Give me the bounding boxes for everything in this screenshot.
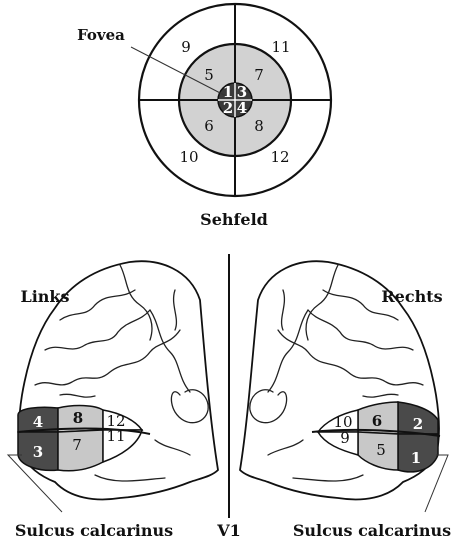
right-region-6	[357, 401, 399, 435]
right-gyrus-5	[305, 264, 339, 341]
sehfeld-caption: Sehfeld	[200, 210, 268, 229]
left-label-4: 4	[33, 413, 43, 431]
right-calcarine-line	[311, 428, 441, 437]
left-gyrus-6	[172, 289, 178, 331]
left-gyrus-8	[154, 439, 191, 456]
field-label-10: 10	[179, 148, 198, 166]
left-gyrus-3	[34, 329, 181, 386]
right-gyrus-4	[267, 309, 309, 393]
right-gyrus-7	[362, 393, 399, 398]
right-hemisphere: 2 1 6 5 10 9 Rechts Sulcus calcarinus	[239, 260, 451, 540]
left-gyrus-9	[94, 474, 166, 482]
right-label-6: 6	[372, 412, 382, 430]
left-medial-curve	[170, 389, 209, 424]
right-sulcus-pointer	[424, 454, 449, 513]
field-label-5: 5	[204, 66, 214, 84]
right-label-1: 1	[411, 449, 421, 467]
left-sulcus-pointer	[6, 454, 63, 513]
right-label-9: 9	[340, 429, 350, 447]
links-label: Links	[20, 287, 69, 306]
field-label-2: 2	[223, 99, 233, 117]
left-label-3: 3	[33, 443, 43, 461]
field-label-3: 3	[237, 83, 247, 101]
left-label-12: 12	[106, 412, 125, 430]
left-hemisphere: 4 3 8 7 12 11 Links Sulcus calcarinus	[6, 260, 219, 540]
right-sulcus-label: Sulcus calcarinus	[293, 521, 451, 540]
field-label-12: 12	[270, 148, 289, 166]
right-gyrus-1	[322, 289, 399, 321]
left-label-8: 8	[73, 409, 83, 427]
right-gyrus-6	[280, 289, 286, 331]
left-calcarine-line	[17, 427, 151, 435]
right-label-10: 10	[333, 413, 352, 431]
right-medial-curve	[249, 389, 288, 424]
v1-label: V1	[216, 521, 241, 540]
right-region-9	[316, 431, 359, 456]
left-gyrus-1	[59, 289, 136, 321]
field-label-9: 9	[181, 38, 191, 56]
field-label-11: 11	[271, 38, 290, 56]
field-label-7: 7	[254, 66, 264, 84]
left-gyrus-7	[59, 393, 96, 398]
right-gyrus-9	[292, 474, 364, 482]
left-gyrus-5	[119, 264, 153, 341]
left-region-11	[102, 429, 143, 464]
right-region-2	[397, 401, 439, 435]
left-gyrus-4	[149, 309, 191, 393]
left-label-11: 11	[106, 427, 125, 445]
right-label-2: 2	[413, 415, 423, 433]
field-label-4: 4	[237, 99, 247, 117]
right-gyrus-3	[277, 329, 424, 386]
fovea-pointer-line	[130, 46, 227, 97]
right-gyrus-2	[307, 309, 414, 351]
fovea-label: Fovea	[77, 26, 125, 44]
rechts-label: Rechts	[381, 287, 442, 306]
field-label-8: 8	[254, 117, 264, 135]
left-label-7: 7	[72, 436, 82, 454]
field-label-1: 1	[223, 83, 233, 101]
left-gyrus-2	[44, 309, 151, 351]
right-label-5: 5	[376, 441, 386, 459]
left-sulcus-label: Sulcus calcarinus	[15, 521, 173, 540]
right-gyrus-8	[267, 439, 304, 456]
field-label-6: 6	[204, 117, 214, 135]
visual-field-map: Fovea 9 11 10 12 5 7 6 8 1 3 2 4 Sehfeld	[77, 2, 333, 229]
